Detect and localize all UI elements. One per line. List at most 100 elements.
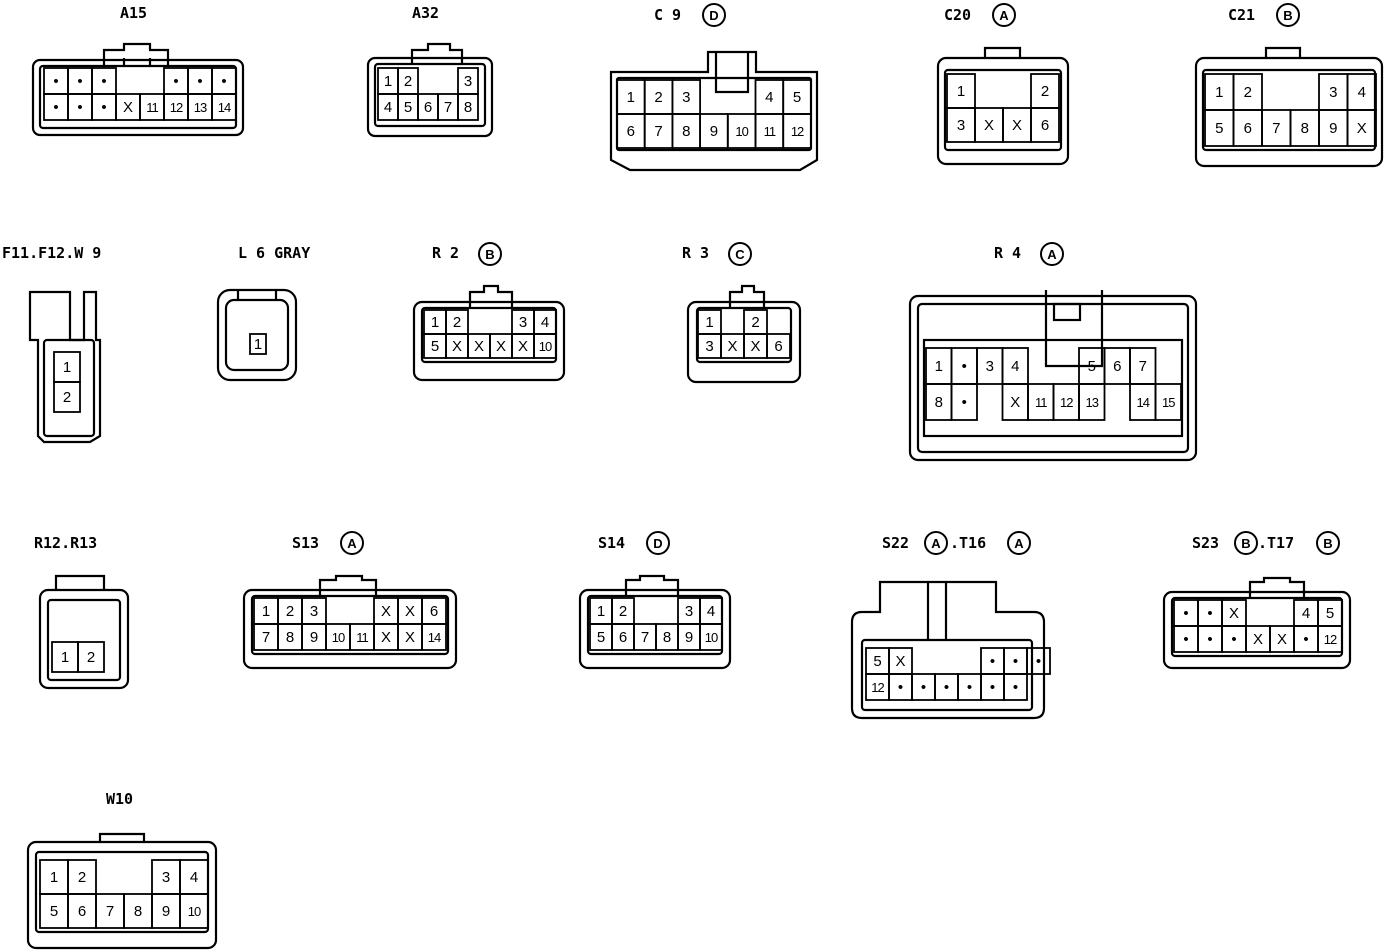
pin-label: 2: [453, 314, 461, 331]
pin-label: 5: [1215, 120, 1223, 137]
variant-badge-s14: D: [646, 531, 670, 555]
pin-label: 14: [1137, 395, 1150, 410]
pin-label: 5: [404, 99, 412, 116]
pin-label: 6: [1244, 120, 1252, 137]
pin-label: •: [898, 679, 903, 696]
label-f11: F11.F12.W 9: [2, 244, 101, 262]
label-r3: R 3: [682, 244, 709, 262]
connector-l6: [216, 288, 298, 382]
pin-cell: [1026, 647, 1051, 675]
svg-text:C: C: [735, 247, 745, 262]
pin-label: X: [405, 603, 415, 620]
pin-label: X: [1229, 605, 1239, 622]
pin-cell: [457, 93, 479, 121]
pin-label: •: [1231, 631, 1236, 648]
label-c20: C20: [944, 6, 971, 24]
label-a15: A15: [120, 4, 147, 22]
pin-label: 9: [310, 629, 318, 646]
variant-badge-c20: A: [992, 3, 1016, 27]
pin-label: •: [1183, 605, 1188, 622]
pin-cell: [249, 333, 267, 355]
svg-text:B: B: [485, 247, 494, 262]
pin-label: 8: [286, 629, 294, 646]
pin-label: 7: [1272, 120, 1280, 137]
pin-label: 14: [218, 100, 231, 115]
pin-label: 4: [707, 603, 715, 620]
variant-badges: D A B B C A A D A A B B: [340, 3, 1340, 555]
pin-label: 6: [774, 338, 782, 355]
connector-labels: A15 A32 C 9 C20 C21 F11.F12.W 9 L 6 GRAY…: [2, 4, 1294, 808]
svg-text:A: A: [347, 536, 357, 551]
connector-c21: [1194, 46, 1384, 168]
pin-label: X: [474, 338, 484, 355]
pin-label: •: [221, 73, 226, 90]
pin-label: 5: [793, 89, 801, 106]
pin-label: 2: [63, 389, 71, 406]
pin-label: 1: [597, 603, 605, 620]
pin-cell: [77, 641, 105, 673]
pin-label: 2: [654, 89, 662, 106]
connector-a32: [366, 42, 494, 138]
variant-badge-c21: B: [1276, 3, 1300, 27]
pin-label: 1: [50, 869, 58, 886]
pin-label: •: [101, 73, 106, 90]
pin-label: 12: [791, 124, 804, 139]
variant-badge-c9: D: [702, 3, 726, 27]
pin-label: 5: [1088, 358, 1096, 375]
pin-label: X: [1010, 394, 1020, 411]
pin-label: 6: [1041, 117, 1049, 134]
pin-label: •: [990, 679, 995, 696]
pin-label: 1: [705, 314, 713, 331]
pin-label: 5: [431, 338, 439, 355]
pin-label: •: [53, 73, 58, 90]
pin-label: 8: [134, 903, 142, 920]
svg-text:B: B: [1283, 8, 1292, 23]
pin-cell: [1317, 625, 1343, 653]
pin-cell: [53, 381, 81, 413]
pin-label: 3: [685, 603, 693, 620]
pin-label: 7: [444, 99, 452, 116]
pin-label: 3: [519, 314, 527, 331]
pins-f11: 12: [53, 351, 81, 413]
pin-label: 4: [1358, 84, 1366, 101]
variant-badge-s13: A: [340, 531, 364, 555]
pin-label: •: [197, 73, 202, 90]
pin-label: 3: [464, 73, 472, 90]
pin-label: 2: [1244, 84, 1252, 101]
pin-label: 10: [332, 630, 345, 645]
pin-label: 6: [430, 603, 438, 620]
pin-cell: [950, 383, 978, 421]
label-s13: S13: [292, 534, 319, 552]
pin-label: 3: [682, 89, 690, 106]
pin-label: 12: [871, 680, 884, 695]
pin-label: •: [53, 99, 58, 116]
pin-label: 2: [1041, 83, 1049, 100]
pin-label: 1: [957, 83, 965, 100]
pins-l6: 1: [249, 333, 267, 355]
pin-label: 8: [464, 99, 472, 116]
pin-label: 4: [765, 89, 773, 106]
pin-label: 15: [1162, 395, 1175, 410]
pin-label: X: [750, 338, 760, 355]
pin-label: •: [1183, 631, 1188, 648]
svg-text:A: A: [1014, 536, 1024, 551]
pin-label: •: [962, 358, 967, 375]
pin-label: 1: [431, 314, 439, 331]
pin-label: 3: [957, 117, 965, 134]
pin-label: •: [944, 679, 949, 696]
pin-label: 5: [873, 653, 881, 670]
connector-r4: [908, 290, 1198, 462]
label-s23: S23: [1192, 534, 1219, 552]
pin-label: 5: [1326, 605, 1334, 622]
pin-label: 3: [705, 338, 713, 355]
pin-cell: [421, 623, 447, 651]
label-a32: A32: [412, 4, 439, 22]
svg-text:D: D: [653, 536, 662, 551]
pin-cell: [1346, 109, 1377, 147]
connector-s13: [242, 574, 458, 670]
